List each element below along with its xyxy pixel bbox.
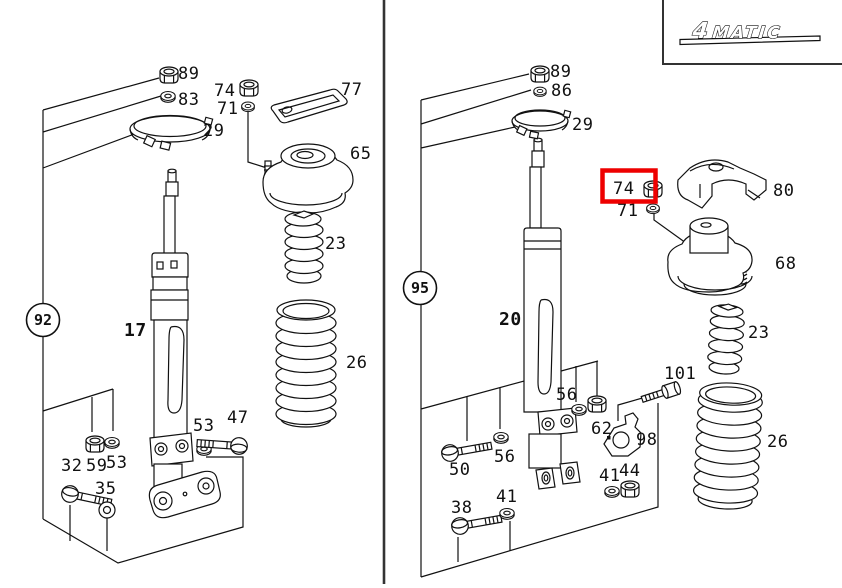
subassembly-number-95[interactable]: 95: [411, 279, 429, 297]
part-label-71-left[interactable]: 71: [217, 99, 238, 119]
part-29-protective-cap-left: [129, 114, 214, 151]
part-41-washer-a: [604, 485, 620, 498]
part-label-101[interactable]: 101: [664, 364, 696, 384]
part-label-89-right[interactable]: 89: [550, 62, 571, 82]
part-label-44[interactable]: 44: [619, 461, 640, 481]
part-label-29-right[interactable]: 29: [572, 115, 593, 135]
part-50-bolt: [439, 436, 494, 464]
part-98-clamp-bracket: [603, 412, 642, 457]
right-leader-lines: [420, 73, 687, 578]
left-leader-lines: [42, 77, 271, 564]
part-label-65[interactable]: 65: [350, 144, 371, 164]
right-assembly-art: [402, 65, 767, 578]
part-label-59[interactable]: 59: [86, 456, 107, 476]
part-label-50[interactable]: 50: [449, 460, 470, 480]
part-62-nut: [587, 395, 607, 413]
part-label-17[interactable]: 17: [124, 320, 147, 341]
part-label-56-b[interactable]: 56: [494, 447, 515, 467]
part-26-dust-boot-left: [275, 299, 337, 428]
part-label-26-left[interactable]: 26: [346, 353, 367, 373]
part-label-20[interactable]: 20: [499, 309, 522, 330]
part-label-89-left[interactable]: 89: [178, 64, 199, 84]
part-56-washer-b: [493, 431, 509, 444]
part-label-83[interactable]: 83: [178, 90, 199, 110]
part-label-29-left[interactable]: 29: [203, 121, 224, 141]
logo-text: 4MATIC: [690, 19, 783, 44]
part-101-stud: [640, 381, 682, 404]
part-label-35[interactable]: 35: [95, 479, 116, 499]
part-80-holder-bracket: [677, 159, 767, 209]
part-41-washer-b: [499, 507, 515, 520]
part-89-nut-left: [159, 66, 179, 84]
part-29-protective-cap-right: [511, 109, 572, 140]
left-part-labels: 89 83 74 71 29 77 65 23 26 17 53 47 32 5…: [34, 64, 371, 499]
part-71-washer-right: [646, 203, 660, 215]
right-part-labels: 89 86 29 74 71 80 68 20 23 101 56 62 98 …: [411, 62, 796, 518]
part-label-23-left[interactable]: 23: [325, 234, 346, 254]
part-label-47[interactable]: 47: [227, 408, 248, 428]
part-label-98[interactable]: 98: [636, 430, 657, 450]
part-23-bump-stop-left: [284, 210, 324, 284]
part-20-shock-absorber: [523, 137, 581, 490]
part-label-71-right[interactable]: 71: [617, 201, 638, 221]
part-label-41-b[interactable]: 41: [496, 487, 517, 507]
part-83-washer-left: [160, 90, 176, 103]
part-44-nut: [620, 480, 640, 498]
part-label-77[interactable]: 77: [341, 80, 362, 100]
4matic-logo: 4MATIC: [679, 18, 821, 46]
part-label-74-highlighted[interactable]: 74: [613, 179, 634, 199]
part-53-washer-b: [104, 436, 120, 449]
part-label-56-a[interactable]: 56: [556, 385, 577, 405]
panel-dividers: [382, 0, 842, 584]
part-label-53-b[interactable]: 53: [106, 453, 127, 473]
part-35-washer: [98, 501, 116, 519]
part-59-nut: [85, 435, 105, 453]
part-77-cover-plate: [270, 88, 348, 124]
subassembly-circle-92[interactable]: [25, 302, 61, 338]
logo-underline-bar: [679, 35, 821, 46]
part-23-bump-stop-right: [707, 303, 745, 375]
part-74-nut-right: [643, 180, 663, 198]
part-label-53-a[interactable]: 53: [193, 416, 214, 436]
part-71-washer-left: [241, 101, 255, 113]
part-label-41-a[interactable]: 41: [599, 466, 620, 486]
part-label-32[interactable]: 32: [61, 456, 82, 476]
part-17-shock-absorber: [148, 168, 221, 519]
part-label-26-right[interactable]: 26: [767, 432, 788, 452]
part-label-23-right[interactable]: 23: [748, 323, 769, 343]
highlight-box-part-74: [600, 168, 658, 204]
part-68-support-mount: [667, 217, 753, 296]
part-86-washer: [533, 86, 547, 97]
part-label-38[interactable]: 38: [451, 498, 472, 518]
part-74-nut-left: [239, 79, 259, 97]
left-assembly-art: [25, 66, 354, 564]
part-label-86[interactable]: 86: [551, 81, 572, 101]
part-89-nut-right: [530, 65, 550, 83]
part-65-support-mount: [262, 143, 354, 214]
subassembly-number-92[interactable]: 92: [34, 311, 52, 329]
part-label-80[interactable]: 80: [773, 181, 794, 201]
part-label-62[interactable]: 62: [591, 419, 612, 439]
part-56-washer-a: [571, 403, 587, 416]
part-label-68[interactable]: 68: [775, 254, 796, 274]
part-26-dust-boot-right: [692, 382, 763, 510]
part-label-74-left[interactable]: 74: [214, 81, 235, 101]
subassembly-circle-95[interactable]: [402, 270, 438, 306]
